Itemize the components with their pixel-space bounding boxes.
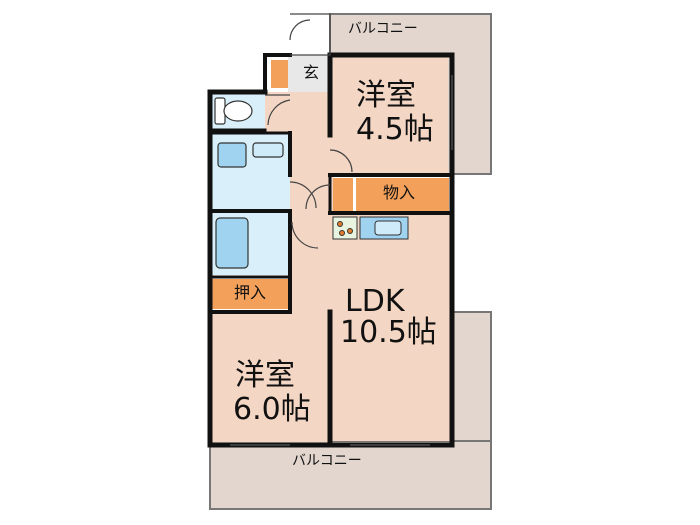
windows (230, 75, 453, 446)
door-swing-icon (265, 13, 353, 249)
closet-left-label: 押入 (234, 283, 267, 302)
toilet-icon (214, 97, 253, 125)
storage-genkan-block (271, 60, 288, 88)
closet-left-fill (210, 279, 290, 309)
kitchen-stove-icon (332, 216, 358, 240)
storage-top-label: 物入 (383, 183, 416, 202)
room-western-top-size: 4.5帖 (356, 112, 434, 147)
ldk-name: LDK (345, 284, 405, 319)
walls (207, 52, 455, 448)
room-western-top-name: 洋室 (356, 78, 416, 113)
storage-small-block (333, 178, 353, 211)
room-western-top-fill (333, 55, 448, 175)
balcony-top-label: バルコニー (348, 21, 418, 37)
room-western-bottom-name: 洋室 (235, 358, 295, 393)
room-western-bottom-size: 6.0帖 (233, 392, 311, 427)
balcony-bottom-area (209, 440, 492, 510)
balcony-bottom-label: バルコニー (292, 453, 362, 469)
ldk-size: 10.5帖 (340, 315, 437, 350)
genkan-fill (288, 55, 330, 92)
genkan-label: 玄 (303, 63, 320, 82)
balcony-right-area (448, 311, 492, 445)
bathtub-icon (215, 217, 249, 269)
storage-top-fill (356, 178, 449, 211)
washbasin-icon (217, 142, 284, 168)
kitchen-sink-icon (359, 216, 409, 240)
room-western-bottom-fill (210, 312, 330, 442)
